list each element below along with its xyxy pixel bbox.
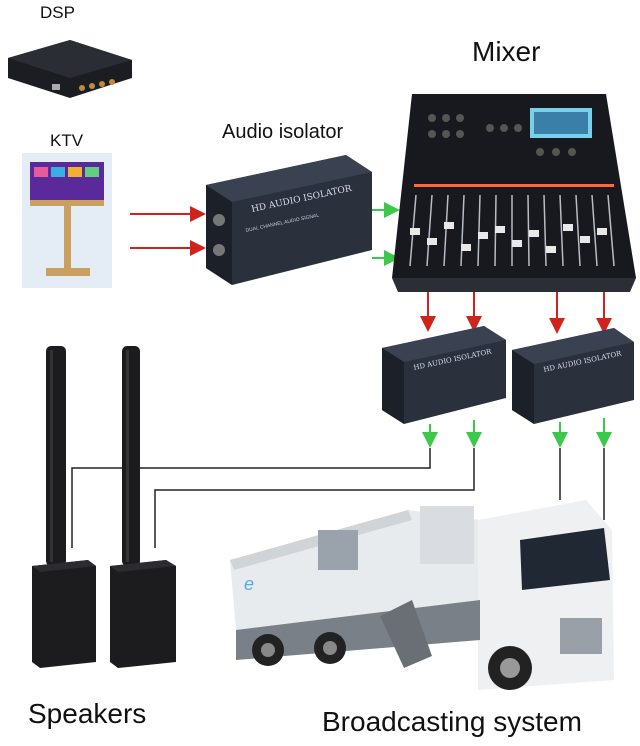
ktv-kiosk — [22, 153, 112, 288]
mixer-label: Mixer — [472, 36, 541, 67]
dsp-label: DSP — [40, 3, 75, 22]
audio-isolator-label: Audio isolator — [222, 121, 344, 143]
wire-to-left-speaker — [71, 448, 431, 548]
broadcast-truck: e — [230, 500, 614, 690]
dsp-device — [8, 40, 132, 98]
speaker-right — [110, 346, 176, 668]
output-isolator-right: HD AUDIO ISOLATOR — [512, 328, 634, 424]
truck-logo: e — [244, 574, 254, 594]
broadcasting-system-label: Broadcasting system — [322, 706, 582, 737]
output-isolator-left: HD AUDIO ISOLATOR — [382, 326, 506, 424]
mixer-console — [392, 94, 636, 292]
wire-to-right-speaker — [154, 448, 475, 548]
main-audio-isolator: HD AUDIO ISOLATOR DUAL CHANNEL AUDIO SIG… — [206, 155, 372, 285]
speakers-label: Speakers — [28, 698, 147, 729]
ktv-label: KTV — [50, 131, 84, 150]
speaker-left — [32, 346, 96, 668]
